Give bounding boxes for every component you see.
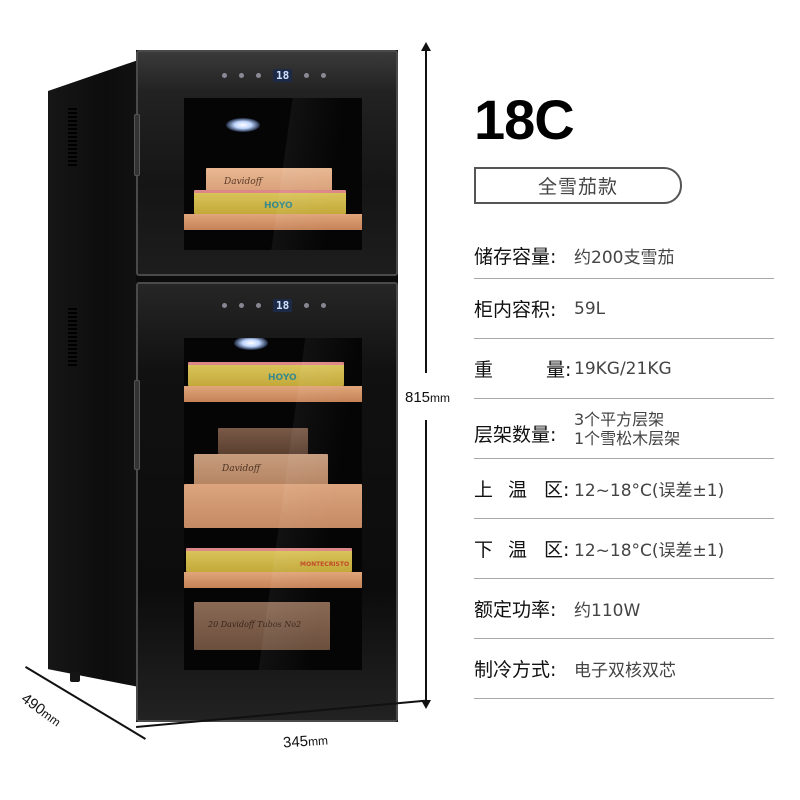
arrow-down-icon (421, 700, 431, 709)
depth-label: 490mm (18, 690, 64, 730)
spec-row-lower-zone: 下温区: 12~18°C(误差±1) (474, 519, 774, 579)
height-label: 815mm (405, 389, 451, 406)
spec-row-power: 额定功率: 约110W (474, 579, 774, 639)
cigar-box: 20 Davidoff Tubos No2 (194, 602, 330, 650)
cedar-shelf (184, 572, 362, 588)
spec-key: 储存容量: (474, 245, 557, 268)
temperature-down-icon[interactable] (321, 72, 327, 78)
power-button-icon[interactable] (256, 72, 261, 78)
lower-temperature-display: 18 (273, 298, 293, 312)
upper-door-handle[interactable] (134, 114, 140, 176)
model-title: 18C (474, 88, 575, 151)
temperature-up-icon[interactable] (304, 302, 310, 308)
variant-badge: 全雪茄款 (474, 167, 682, 204)
upper-door[interactable]: 18 Davidoff HOYO (134, 50, 398, 276)
spec-value: 12~18°C(误差±1) (574, 481, 725, 501)
cedar-shelf (184, 386, 362, 402)
cabinet-foot-back (70, 672, 80, 682)
spec-row-shelves: 层架数量: 3个平方层架 1个雪松木层架 (474, 399, 774, 459)
cigar-box: HOYO (194, 190, 346, 214)
spec-key: 柜内容积: (474, 299, 557, 321)
light-button-icon[interactable] (222, 72, 227, 78)
upper-control-panel: 18 (222, 68, 327, 82)
spec-value: 3个平方层架 1个雪松木层架 (574, 409, 681, 448)
mode-button-icon[interactable] (239, 302, 244, 308)
side-vent-upper (68, 108, 77, 168)
spec-key: 层架数量: (474, 424, 557, 446)
spec-key: 重量: (474, 359, 572, 381)
spec-key: 上温区: (474, 479, 570, 501)
spec-row-upper-zone: 上温区: 12~18°C(误差±1) (474, 459, 774, 519)
spec-row-weight: 重量: 19KG/21KG (474, 339, 774, 399)
upper-temperature-display: 18 (273, 68, 293, 82)
upper-glass-window: Davidoff HOYO (184, 98, 362, 250)
spec-value: 59L (574, 298, 606, 319)
spec-row-volume: 柜内容积: 59L (474, 279, 774, 339)
spec-key: 额定功率: (474, 599, 557, 621)
side-vent-lower (68, 308, 77, 368)
spec-list: 储存容量: 约200支雪茄 柜内容积: 59L 重量: 19KG/21KG 层架… (474, 232, 774, 699)
lower-door-handle[interactable] (134, 380, 140, 470)
spec-value: 约200支雪茄 (574, 247, 675, 268)
cigar-box: HOYO (188, 362, 344, 386)
lower-glass-window: HOYO Davidoff MONTECRISTO 20 Davidoff Tu… (184, 338, 362, 670)
width-label: 345mm (282, 732, 329, 752)
spec-value: 19KG/21KG (574, 358, 672, 379)
arrow-up-icon (421, 42, 431, 51)
cigar-box: MONTECRISTO (186, 548, 352, 572)
spec-value: 12~18°C(误差±1) (574, 541, 725, 561)
spec-row-capacity: 储存容量: 约200支雪茄 (474, 232, 774, 279)
power-button-icon[interactable] (256, 302, 261, 308)
light-button-icon[interactable] (222, 302, 227, 308)
temperature-down-icon[interactable] (321, 302, 327, 308)
temperature-up-icon[interactable] (304, 72, 310, 78)
cigar-box: Davidoff (194, 454, 328, 486)
cedar-humidor-tray (184, 484, 362, 528)
lower-door[interactable]: 18 HOYO Davidoff MONTECRISTO (134, 282, 398, 722)
spec-key: 制冷方式: (474, 659, 557, 681)
spec-row-cooling: 制冷方式: 电子双核双芯 (474, 639, 774, 699)
mode-button-icon[interactable] (239, 72, 244, 78)
lower-led-light (234, 338, 268, 350)
cabinet-side-panel (48, 58, 144, 688)
product-illustration: 18 Davidoff HOYO 18 (0, 0, 470, 800)
spec-value: 电子双核双芯 (574, 661, 676, 681)
spec-value: 约110W (574, 601, 641, 621)
spec-key: 下温区: (474, 539, 570, 561)
cedar-shelf (184, 214, 362, 230)
cigar-box (218, 428, 308, 454)
lower-control-panel: 18 (222, 298, 327, 312)
cigar-cabinet: 18 Davidoff HOYO 18 (134, 50, 398, 722)
upper-led-light (226, 118, 260, 132)
